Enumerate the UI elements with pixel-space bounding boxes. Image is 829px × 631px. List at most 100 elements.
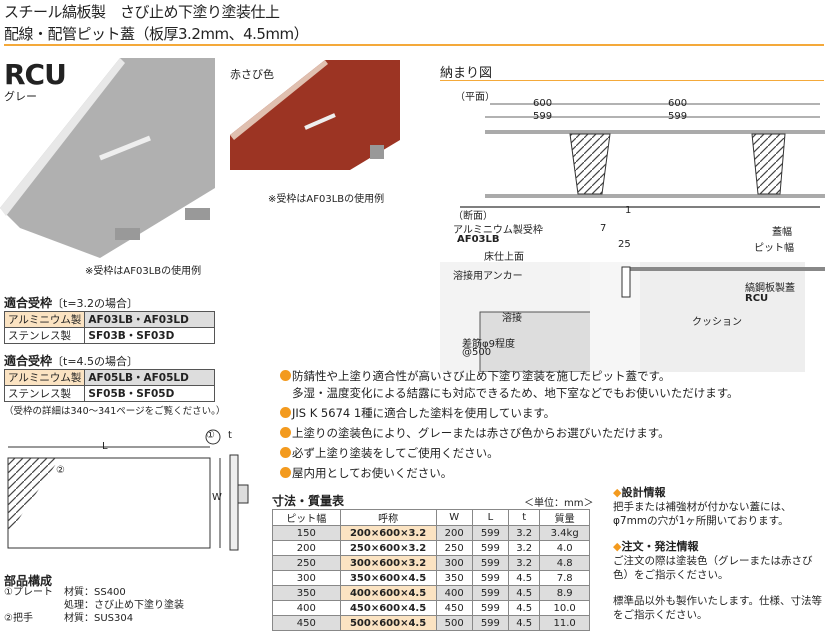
table-cell: 3.2 (507, 540, 541, 556)
feature-item: JIS K 5674 1種に適合した塗料を使用しています。 (292, 406, 556, 420)
table-cell: 200 (435, 525, 473, 541)
table-cell: 7.8 (539, 570, 590, 586)
parts-list: ①プレート材質：SS400 処理：さび止め下塗り塗装 ②把手材質：SUS304 (4, 586, 184, 625)
table-cell: 300×600×3.2 (339, 555, 437, 571)
bullet-icon (280, 427, 291, 438)
rebar-label: 差筋φ9程度 (462, 339, 515, 350)
red-lid-photo (230, 60, 400, 170)
frames-cond-2: 〔t=4.5の場合〕 (52, 355, 139, 368)
gray-photo-note: ※受枠はAF03LBの使用例 (85, 266, 202, 277)
table-cell: 200 (272, 540, 341, 556)
table-title: 寸法・質量表 (272, 494, 345, 508)
frame-kind: アルミニウム製 (3, 311, 86, 328)
part-attr: 材質：SUS304 (64, 613, 134, 624)
feature-item: 上塗りの塗装色により、グレーまたは赤さび色からお選びいただけます。 (292, 426, 670, 440)
dim-1: 1 (625, 205, 632, 216)
table-cell: 450 (435, 600, 473, 616)
table-cell: 250×600×3.2 (339, 540, 437, 556)
frame-models: AF03LB・AF03LD (84, 311, 216, 328)
frame-models: SF05B・SF05D (84, 385, 216, 402)
part-name: ①プレート (4, 587, 53, 598)
section-divider (440, 80, 824, 81)
color-red-label: 赤さび色 (230, 68, 274, 81)
frame-models: SF03B・SF03D (84, 327, 216, 344)
table-cell: 3.4kg (539, 525, 590, 541)
section-drawing (440, 103, 825, 372)
col-header: 質量 (539, 509, 590, 526)
frames-title-2: 適合受枠 (4, 354, 53, 368)
part-name: ②把手 (4, 613, 33, 624)
lid-code: RCU (745, 293, 769, 304)
dim-t: t (228, 430, 232, 441)
feature-item: 必ず上塗り塗装をしてご使用ください。 (292, 446, 499, 460)
table-cell: 4.5 (507, 585, 541, 601)
rebar-pitch: @500 (462, 347, 492, 358)
bullet-icon (280, 467, 291, 478)
parts-title: 部品構成 (4, 574, 53, 588)
cushion-label: クッション (692, 317, 742, 328)
order-title: 注文・発注情報 (621, 540, 699, 553)
product-code: RCU (4, 58, 67, 91)
table-cell: 599 (471, 525, 509, 541)
table-cell: 4.5 (507, 615, 541, 631)
dim-W: W (212, 492, 222, 503)
frame-models: AF05LB・AF05LD (84, 369, 216, 386)
bullet-icon (280, 407, 291, 418)
col-header: t (507, 509, 541, 526)
frames-note: （受枠の詳細は340〜341ページをご覧ください。） (4, 406, 226, 417)
section-title: 納まり図 (440, 66, 493, 81)
col-header: W (435, 509, 473, 526)
feature-list: 防錆性や上塗り適合性が高いさび止め下塗り塗装を施したピット蓋です。 多湿・温度変… (280, 366, 739, 483)
header-divider (4, 44, 824, 46)
lid-label: 縞鋼板製蓋 (745, 283, 795, 294)
red-photo-note: ※受枠はAF03LBの使用例 (268, 194, 385, 205)
frames-title-1: 適合受枠 (4, 296, 53, 310)
table-cell: 450 (272, 615, 341, 631)
table-cell: 4.5 (507, 570, 541, 586)
part-2-marker: ② (56, 465, 65, 476)
table-cell: 400 (435, 585, 473, 601)
frame-kind: ステンレス製 (3, 385, 86, 402)
feature-item: 屋内用としてお使いください。 (292, 466, 453, 480)
diamond-icon: ◆ (613, 540, 622, 553)
dim-25: 25 (618, 239, 631, 250)
dim-600-b: 600 (668, 98, 688, 109)
header-line2: 配線・配管ピット蓋（板厚3.2mm、4.5mm） (4, 25, 309, 43)
table-cell: 4.0 (539, 540, 590, 556)
table-cell: 300 (272, 570, 341, 586)
table-cell: 3.2 (507, 525, 541, 541)
lid-width-label: 蓋幅 (772, 227, 792, 238)
table-cell: 599 (471, 600, 509, 616)
table-cell: 8.9 (539, 585, 590, 601)
color-gray-label: グレー (4, 90, 37, 103)
table-cell: 4.8 (539, 555, 590, 571)
frame-code: AF03LB (457, 234, 500, 245)
feature-item: 防錆性や上塗り適合性が高いさび止め下塗り塗装を施したピット蓋です。 (292, 369, 671, 383)
header-line1: スチール縞板製 さび止め下塗り塗装仕上 (4, 3, 280, 21)
lid-dimension-drawing (7, 429, 249, 551)
table-cell: 11.0 (539, 615, 590, 631)
order-text: ご注文の際は塗装色（グレーまたは赤さび (613, 555, 813, 567)
bullet-icon (280, 370, 291, 381)
info-panel: ◆設計情報 把手または補強材が付かない蓋には、 φ7mmの穴が1ヶ所開いておりま… (613, 486, 822, 622)
bullet-icon (280, 447, 291, 458)
frame-label: アルミニウム製受枠 (453, 225, 543, 236)
frame-kind: ステンレス製 (3, 327, 86, 344)
diamond-icon: ◆ (613, 486, 622, 499)
plan-label: （平面） (455, 92, 495, 103)
pit-width-label: ピット幅 (754, 243, 794, 254)
table-cell: 3.2 (507, 555, 541, 571)
table-cell: 500×600×4.5 (339, 615, 437, 631)
part-attr: 材質：SS400 (64, 587, 126, 598)
design-text: 把手または補強材が付かない蓋には、 (613, 501, 792, 513)
